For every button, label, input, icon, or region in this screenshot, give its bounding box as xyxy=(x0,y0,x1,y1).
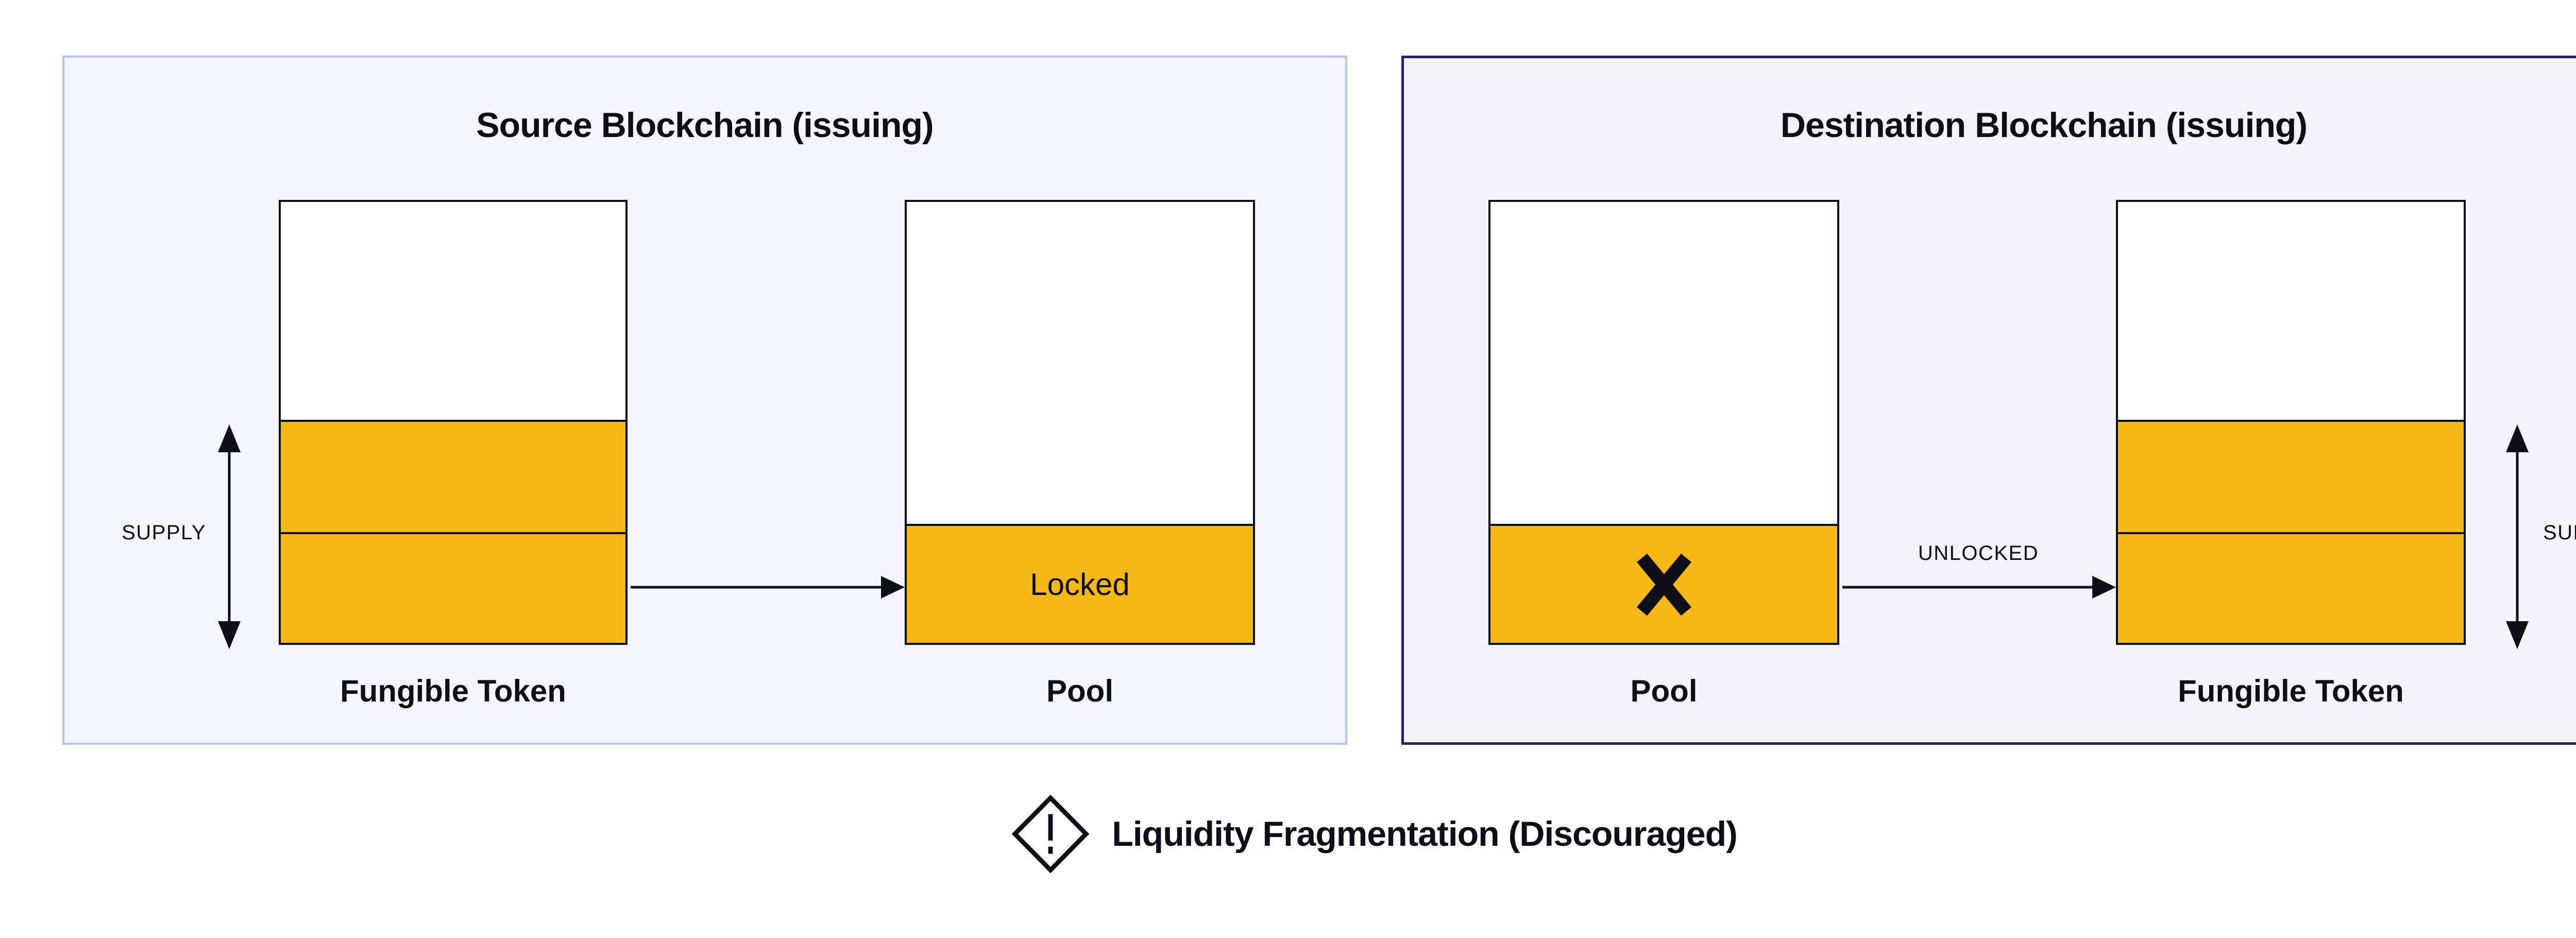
fungible-token-bar-empty-segment xyxy=(281,202,625,420)
source-panel-title: Source Blockchain (issuing) xyxy=(476,106,934,145)
lock-flow-arrow-icon xyxy=(631,576,905,599)
pool-label: Pool xyxy=(1630,674,1698,708)
caption-text: Liquidity Fragmentation (Discouraged) xyxy=(1112,814,1737,854)
caption: Liquidity Fragmentation (Discouraged) xyxy=(0,795,2576,873)
fungible-token-bar-supply-segment-upper xyxy=(281,420,625,532)
pool-bar-crossed-segment xyxy=(1490,524,1837,643)
supply-label: SUPPLY xyxy=(122,521,206,544)
fungible-token-bar xyxy=(2116,200,2466,645)
fungible-token-bar-empty-segment xyxy=(2118,202,2464,420)
locked-label: Locked xyxy=(1030,567,1130,602)
unlocked-label: UNLOCKED xyxy=(1918,542,2039,565)
supply-range-arrow-icon xyxy=(2506,424,2529,649)
source-blockchain-panel: Source Blockchain (issuing) SUPPLY Locke… xyxy=(62,56,1347,745)
unlock-flow-arrow-icon xyxy=(1842,576,2116,599)
fungible-token-bar-supply-segment-lower xyxy=(2118,532,2464,643)
alert-diamond-icon xyxy=(1012,795,1090,873)
fungible-token-bar xyxy=(279,200,628,645)
supply-label: SUPPLY xyxy=(2543,521,2576,544)
destination-panel-title: Destination Blockchain (issuing) xyxy=(1780,106,2308,145)
pool-bar-empty-segment xyxy=(907,202,1253,524)
pool-bar-locked-segment: Locked xyxy=(907,524,1253,643)
fungible-token-label: Fungible Token xyxy=(340,674,566,708)
cross-x-icon xyxy=(1636,553,1691,616)
destination-blockchain-panel: Destination Blockchain (issuing) UNLOCKE… xyxy=(1401,56,2576,745)
supply-range-arrow-icon xyxy=(218,424,241,649)
pool-label: Pool xyxy=(1046,674,1113,708)
pool-bar: Locked xyxy=(905,200,1255,645)
fungible-token-bar-supply-segment-upper xyxy=(2118,420,2464,532)
pool-bar xyxy=(1488,200,1839,645)
fungible-token-bar-supply-segment-lower xyxy=(281,532,625,643)
pool-bar-empty-segment xyxy=(1490,202,1837,524)
fungible-token-label: Fungible Token xyxy=(2178,674,2404,708)
